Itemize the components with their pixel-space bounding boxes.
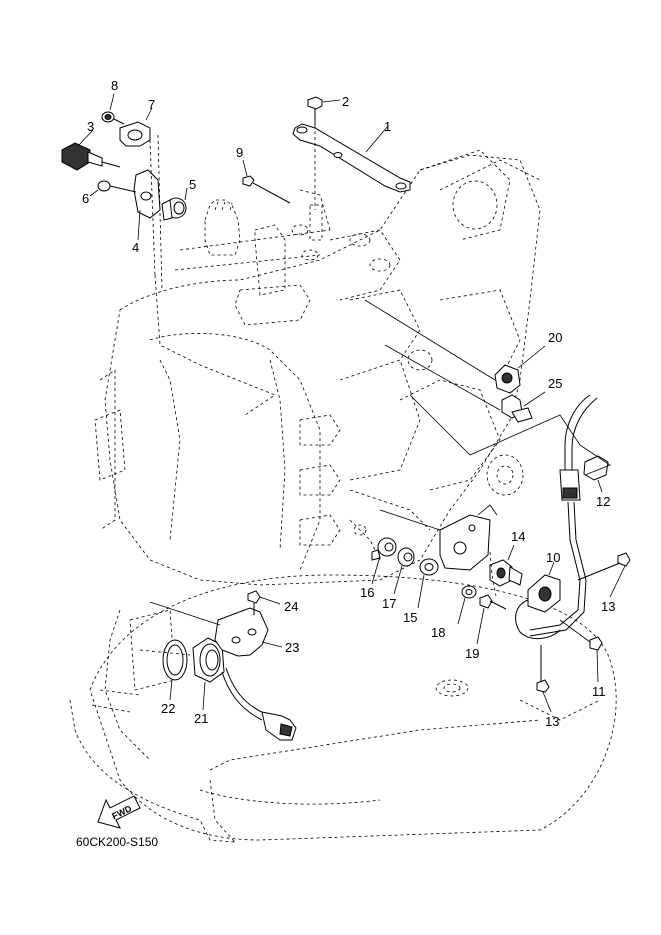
callout-25: 25 bbox=[548, 376, 562, 391]
callout-20: 20 bbox=[548, 330, 562, 345]
callout-8: 8 bbox=[111, 78, 118, 93]
part-17-grommet bbox=[393, 547, 415, 595]
part-13-bolt-lower bbox=[536, 645, 552, 713]
callout-12: 12 bbox=[596, 494, 610, 509]
part-21-connector-housing bbox=[139, 637, 297, 741]
bottom-cowling bbox=[69, 574, 617, 843]
part-23-bracket bbox=[149, 601, 283, 657]
callout-5: 5 bbox=[189, 177, 196, 192]
callout-22: 22 bbox=[161, 701, 175, 716]
part-22-oring bbox=[162, 639, 188, 701]
part-12-clip bbox=[579, 444, 611, 493]
callout-13-lower: 13 bbox=[545, 714, 559, 729]
part-16-collar bbox=[371, 537, 397, 585]
part-2-bolt bbox=[307, 96, 341, 210]
diagram-code: 60CK200-S150 bbox=[76, 835, 158, 849]
part-6-bolt bbox=[89, 180, 137, 197]
callout-13-upper: 13 bbox=[601, 599, 615, 614]
callout-3: 3 bbox=[87, 119, 94, 134]
callout-23: 23 bbox=[285, 640, 299, 655]
callout-6: 6 bbox=[82, 191, 89, 206]
part-25-clip bbox=[384, 344, 581, 456]
callout-7: 7 bbox=[148, 97, 155, 112]
part-24-bolt bbox=[247, 590, 281, 615]
callout-9: 9 bbox=[236, 145, 243, 160]
harness-route-left bbox=[154, 274, 276, 416]
part-15-washer bbox=[417, 558, 439, 609]
callout-4: 4 bbox=[132, 240, 139, 255]
callout-24: 24 bbox=[284, 599, 298, 614]
part-8-screw bbox=[101, 93, 125, 125]
callout-18: 18 bbox=[431, 625, 445, 640]
part-20-sensor bbox=[364, 299, 546, 394]
part-1-bracket bbox=[292, 123, 411, 193]
fwd-arrow-icon: FWD bbox=[97, 795, 141, 829]
part-13-bolt-upper bbox=[577, 552, 631, 598]
engine-block bbox=[94, 149, 541, 586]
part-18-washer bbox=[457, 585, 477, 625]
part-19-bolt bbox=[476, 551, 507, 645]
callout-numbers: 1 2 3 4 5 6 7 8 9 10 11 12 13 13 14 15 1… bbox=[82, 78, 615, 729]
part-11-bolt bbox=[559, 619, 603, 683]
part-3-sensor bbox=[61, 129, 121, 171]
cable-harness-right bbox=[529, 394, 598, 637]
part-5-grommet bbox=[161, 187, 188, 221]
callout-15: 15 bbox=[403, 610, 417, 625]
callout-14: 14 bbox=[511, 529, 525, 544]
part-4-bracket bbox=[133, 169, 161, 241]
bracket-plate bbox=[379, 504, 498, 571]
part-14-sensor bbox=[489, 544, 523, 587]
callout-2: 2 bbox=[342, 94, 349, 109]
callout-19: 19 bbox=[465, 646, 479, 661]
callout-11: 11 bbox=[592, 684, 606, 699]
callout-21: 21 bbox=[194, 711, 208, 726]
callout-10: 10 bbox=[546, 550, 560, 565]
crankshaft-top bbox=[174, 189, 331, 326]
part-7-clamp bbox=[119, 107, 163, 291]
callout-16: 16 bbox=[360, 585, 374, 600]
part-10-connector bbox=[515, 561, 561, 639]
callout-17: 17 bbox=[382, 596, 396, 611]
callout-1: 1 bbox=[384, 119, 391, 134]
part-9-bolt bbox=[242, 159, 291, 204]
